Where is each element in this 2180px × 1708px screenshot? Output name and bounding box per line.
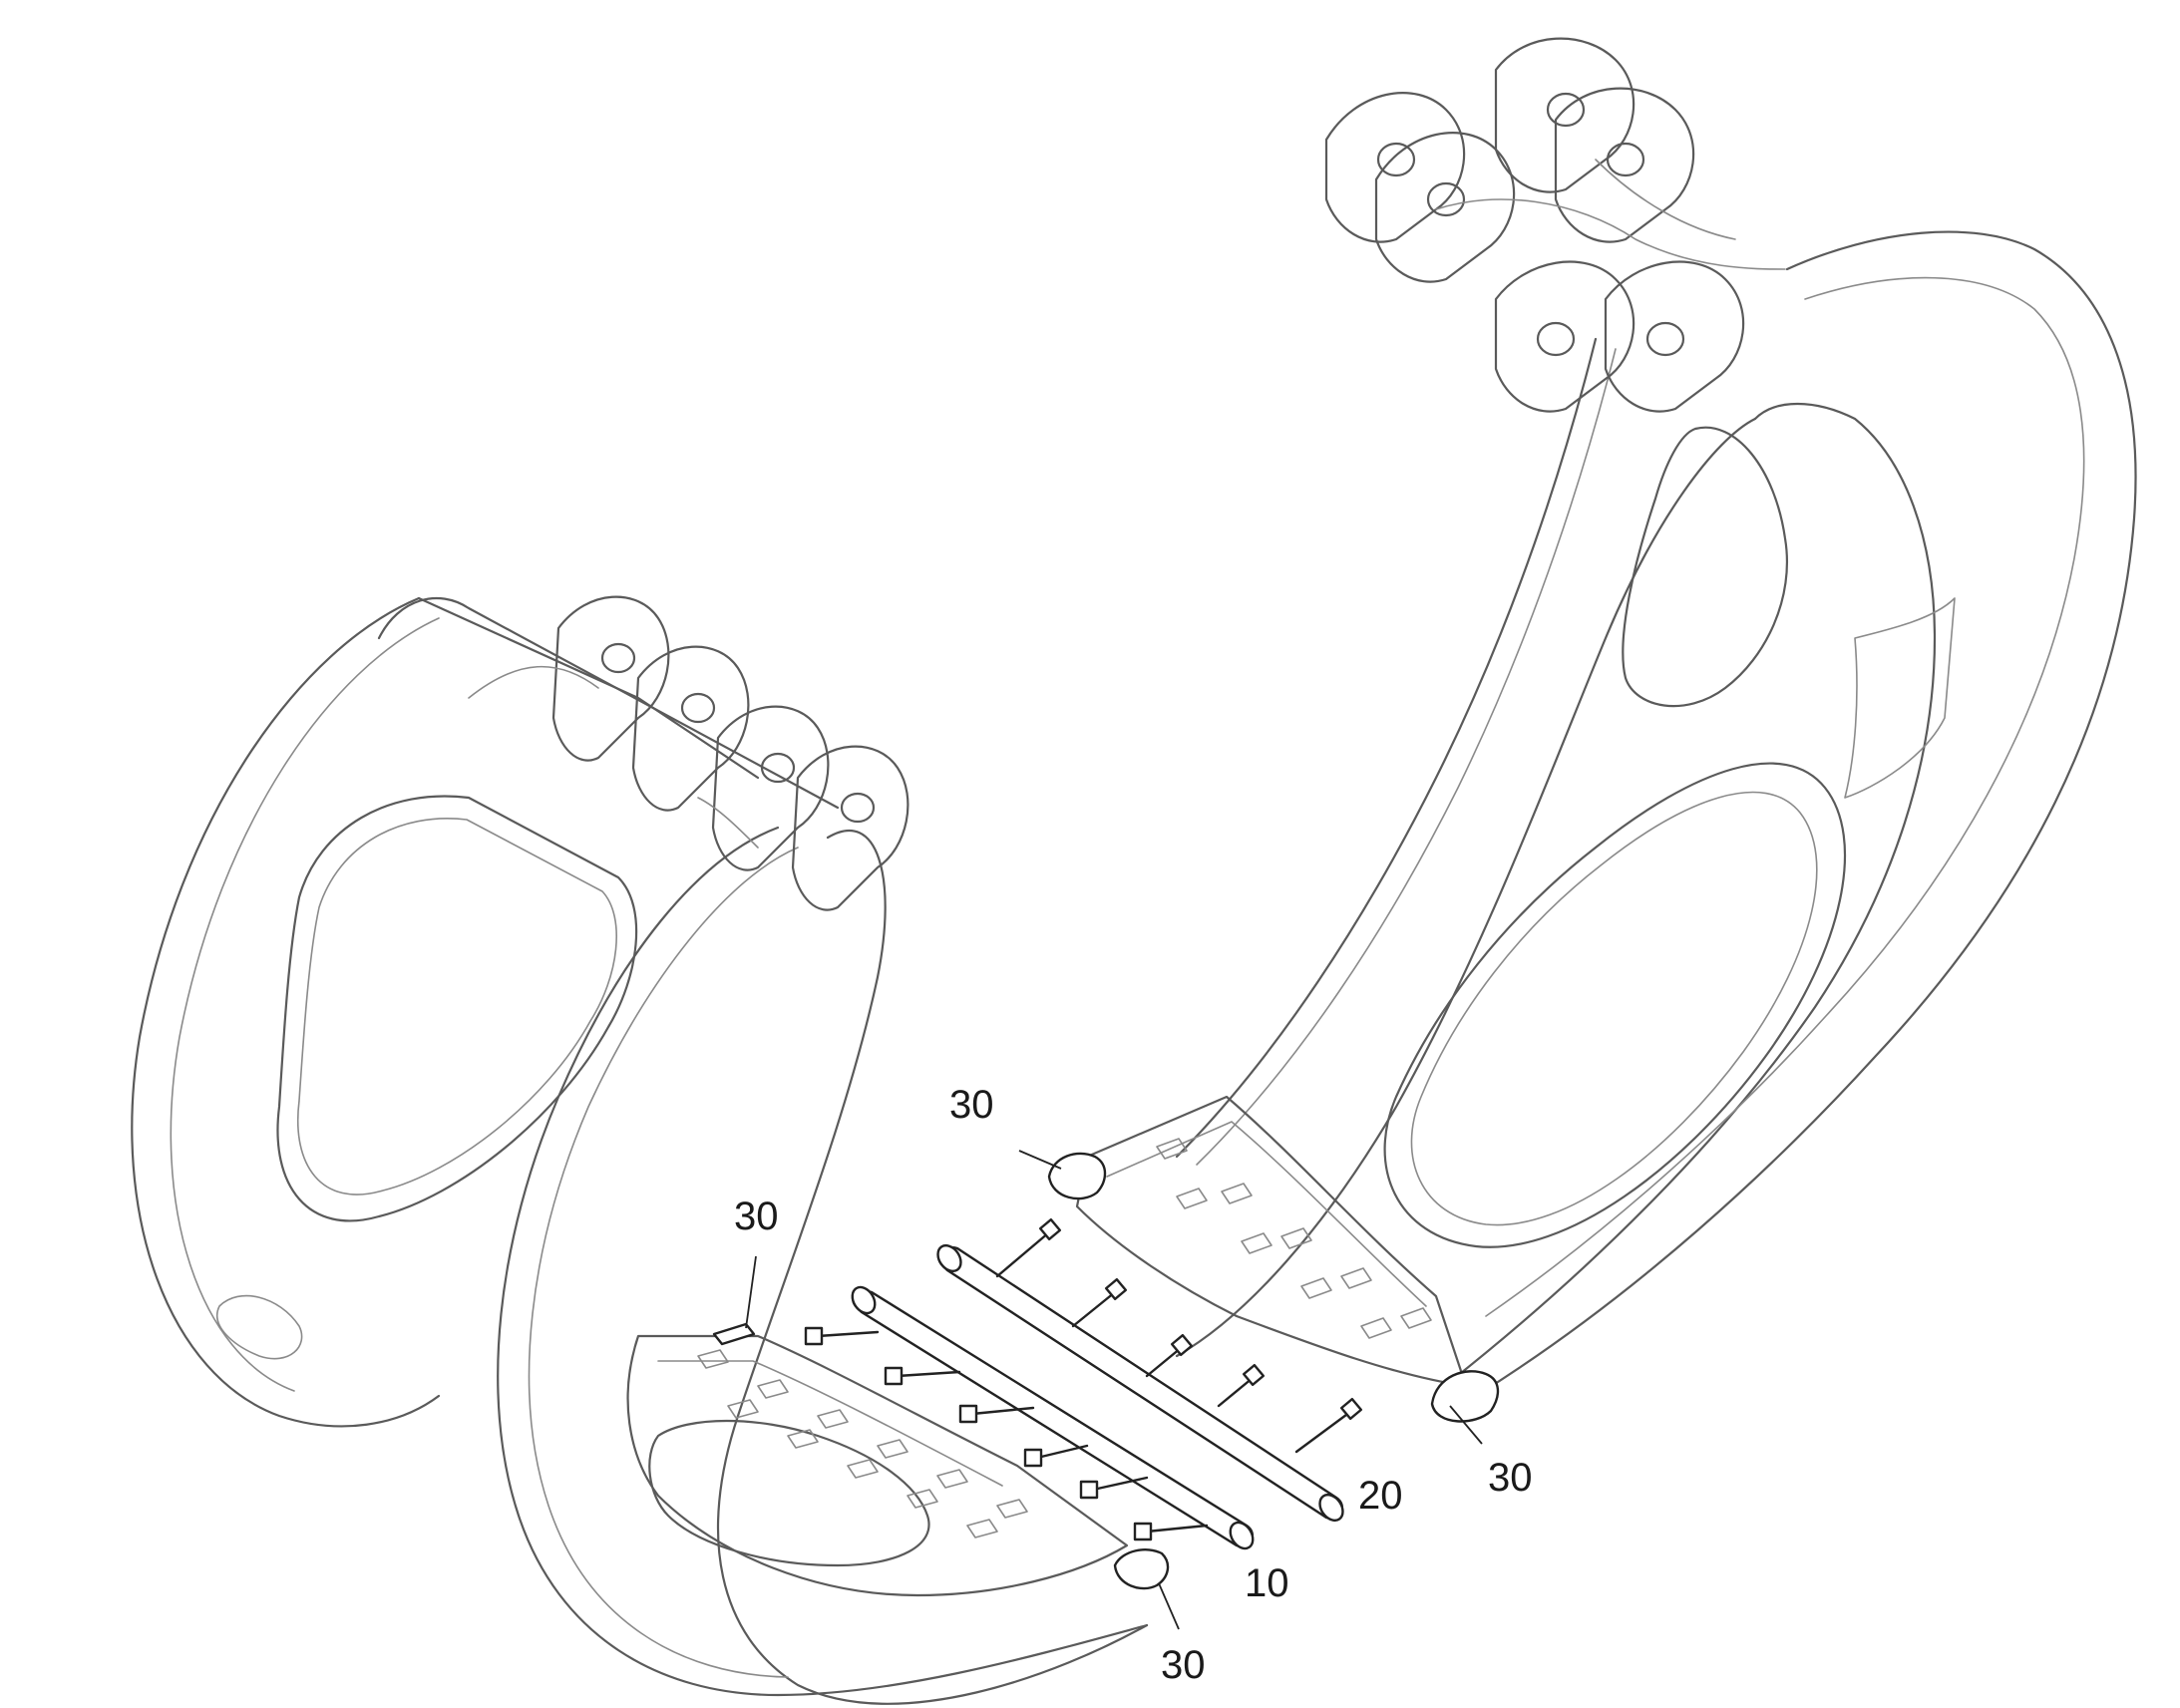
left-arm-pad-top [712,1322,756,1346]
left-arm-pad-bottom [1113,1548,1170,1590]
left-grapple-arm [131,595,1170,1705]
label-shaft-20: 20 [1358,1474,1403,1518]
bolts-bar-20 [995,1217,1363,1454]
label-pad-30-top-right: 30 [949,1083,994,1127]
label-pad-30-left-top: 30 [734,1195,779,1238]
shaft-20 [936,1243,1344,1523]
shaft-10 [851,1285,1255,1550]
label-shaft-10: 10 [1245,1561,1289,1605]
label-pad-30-right: 30 [1488,1456,1533,1500]
bolts-bar-10 [804,1326,1209,1541]
leader-lines [745,1150,1483,1630]
left-plate-slots [697,1349,1028,1538]
right-arm-pad-upper [1047,1152,1107,1200]
right-arm-hinge-lugs [1324,37,1786,413]
right-plate-slots [1156,1138,1432,1339]
left-arm-hinge-lugs [468,595,909,911]
right-grapple-arm [1047,37,2137,1423]
right-arm-pad-lower [1430,1370,1500,1423]
label-pad-30-left-bottom: 30 [1161,1643,1206,1687]
